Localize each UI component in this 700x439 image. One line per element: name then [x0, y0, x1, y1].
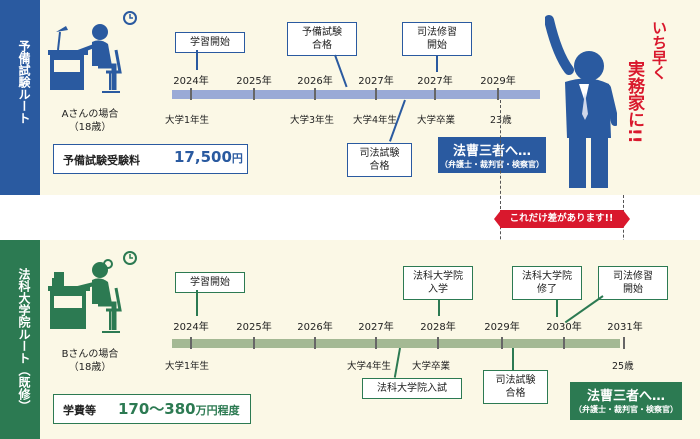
route1-fee-label: 予備試験受験料	[63, 154, 140, 167]
route2-year: 2031年	[607, 322, 643, 333]
route1-destination-box: 法曹三者へ… （弁護士・裁判官・検察官）	[438, 137, 546, 173]
route1-stage: 大学1年生	[165, 115, 210, 126]
route1-year: 2024年	[173, 76, 209, 87]
route2-year: 2025年	[236, 322, 272, 333]
desk-person-a-icon	[48, 11, 137, 93]
route1-study-start-callout: 学習開始	[175, 32, 245, 53]
gap-arrow: これだけ差があります!!	[500, 210, 623, 228]
route2-stage: 大学1年生	[165, 361, 210, 372]
route2-stage: 25歳	[612, 361, 634, 372]
route2-year: 2028年	[420, 322, 456, 333]
route2-training-start-callout: 司法修習 開始	[598, 266, 668, 300]
route2-destination-box: 法曹三者へ… （弁護士・裁判官・検察官）	[570, 382, 682, 420]
route1-fee-value: 17,500円	[174, 148, 243, 166]
route2-ls-enter-callout: 法科大学院 入学	[403, 266, 473, 300]
route2-year: 2027年	[358, 322, 394, 333]
route1-training-start-callout: 司法修習 開始	[402, 22, 472, 56]
route1-year: 2026年	[297, 76, 333, 87]
route2-ls-exam-callout: 法科大学院入試	[362, 378, 462, 399]
route1-fee-box	[53, 144, 248, 174]
route2-year: 2024年	[173, 322, 209, 333]
route1-year: 2027年	[417, 76, 453, 87]
route2-sidebar-label: 法科大学院ルート（既修）	[17, 268, 31, 412]
route1-year: 2027年	[358, 76, 394, 87]
route2-year: 2030年	[546, 322, 582, 333]
route1-stage: 大学卒業	[417, 115, 456, 126]
route2-year: 2026年	[297, 322, 333, 333]
route2-ls-finish-callout: 法科大学院 修了	[512, 266, 582, 300]
route1-sidebar-label: 予備試験ルート	[17, 40, 31, 124]
route1-stage: 大学3年生	[290, 115, 335, 126]
route2-sidebar: 法科大学院ルート（既修）	[0, 240, 40, 439]
desk-person-b-icon	[48, 251, 137, 333]
person-b-label: Bさんの場合 （18歳）	[61, 349, 119, 373]
route2-year: 2029年	[484, 322, 520, 333]
route2-fee-label: 学費等	[63, 404, 96, 417]
celebrating-person-icon	[545, 15, 617, 188]
route1-sidebar: 予備試験ルート	[0, 0, 40, 195]
route1-timeline-bar	[172, 90, 540, 99]
route1-year: 2025年	[236, 76, 272, 87]
route2-bar-pass-callout: 司法試験 合格	[483, 370, 548, 404]
route1-bar-pass-callout: 司法試験 合格	[347, 143, 412, 177]
route1-year: 2029年	[480, 76, 516, 87]
route1-prelim-pass-callout: 予備試験 合格	[287, 22, 357, 56]
slogan-text: いち早く 実務家に!!	[624, 20, 668, 144]
route2-stage: 大学4年生	[347, 361, 392, 372]
route2-timeline-bar	[172, 339, 620, 348]
route2-stage: 大学卒業	[412, 361, 451, 372]
gap-line-left	[500, 100, 501, 315]
route2-fee-value: 170～380万円程度	[118, 400, 240, 418]
person-a-label: Aさんの場合 （18歳）	[61, 109, 119, 133]
route1-stage: 大学4年生	[353, 115, 398, 126]
route2-study-start-callout: 学習開始	[175, 272, 245, 293]
route2-fee-box	[53, 394, 251, 424]
